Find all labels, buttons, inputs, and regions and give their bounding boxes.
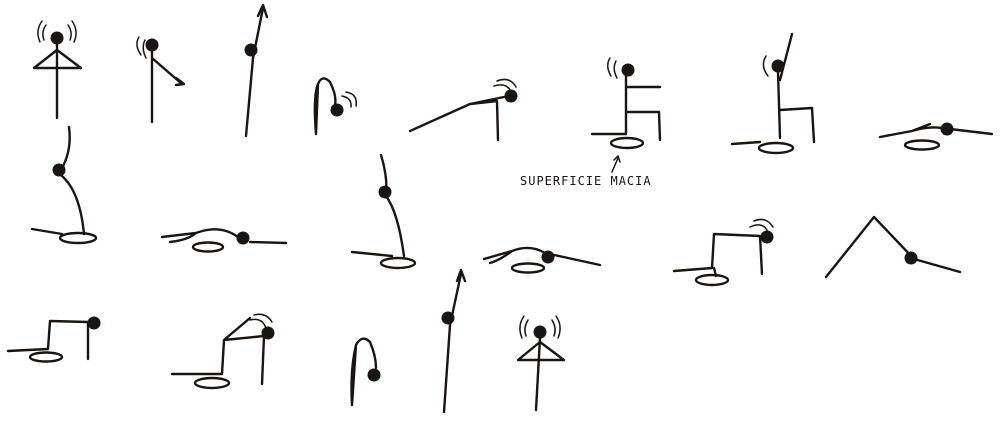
pose-8-prone-stretch: [880, 123, 992, 150]
pose-14-downward-dog: [826, 217, 960, 277]
pose-9-kneeling-arch: [32, 127, 96, 243]
pose-11-kneeling-reach: [352, 155, 415, 268]
pose-17-forward-fold: [352, 339, 381, 405]
pose-1-prayer: [34, 21, 81, 118]
pose-12-prone-forward: [484, 248, 600, 273]
pose-19-prayer: [518, 316, 564, 410]
pose-3-arms-up: [245, 5, 268, 136]
pose-10-child-pose: [162, 229, 286, 251]
pose-2-arm-forward: [137, 37, 184, 122]
pose-6-kneeling-arm-forward: [592, 58, 660, 148]
pose-7-kneeling-arm-up: [732, 34, 814, 153]
pose-4-forward-fold: [315, 78, 356, 134]
pose-5-lunge: [410, 79, 518, 140]
pose-16-kneeling-lunge: [172, 314, 275, 388]
annotation-arrow: [612, 156, 620, 172]
pose-15-low-table: [8, 317, 101, 362]
pose-18-arms-up: [442, 270, 466, 412]
annotation-label: SUPERFICIE MACIA: [520, 174, 652, 188]
pose-13-table-top: [674, 219, 774, 285]
